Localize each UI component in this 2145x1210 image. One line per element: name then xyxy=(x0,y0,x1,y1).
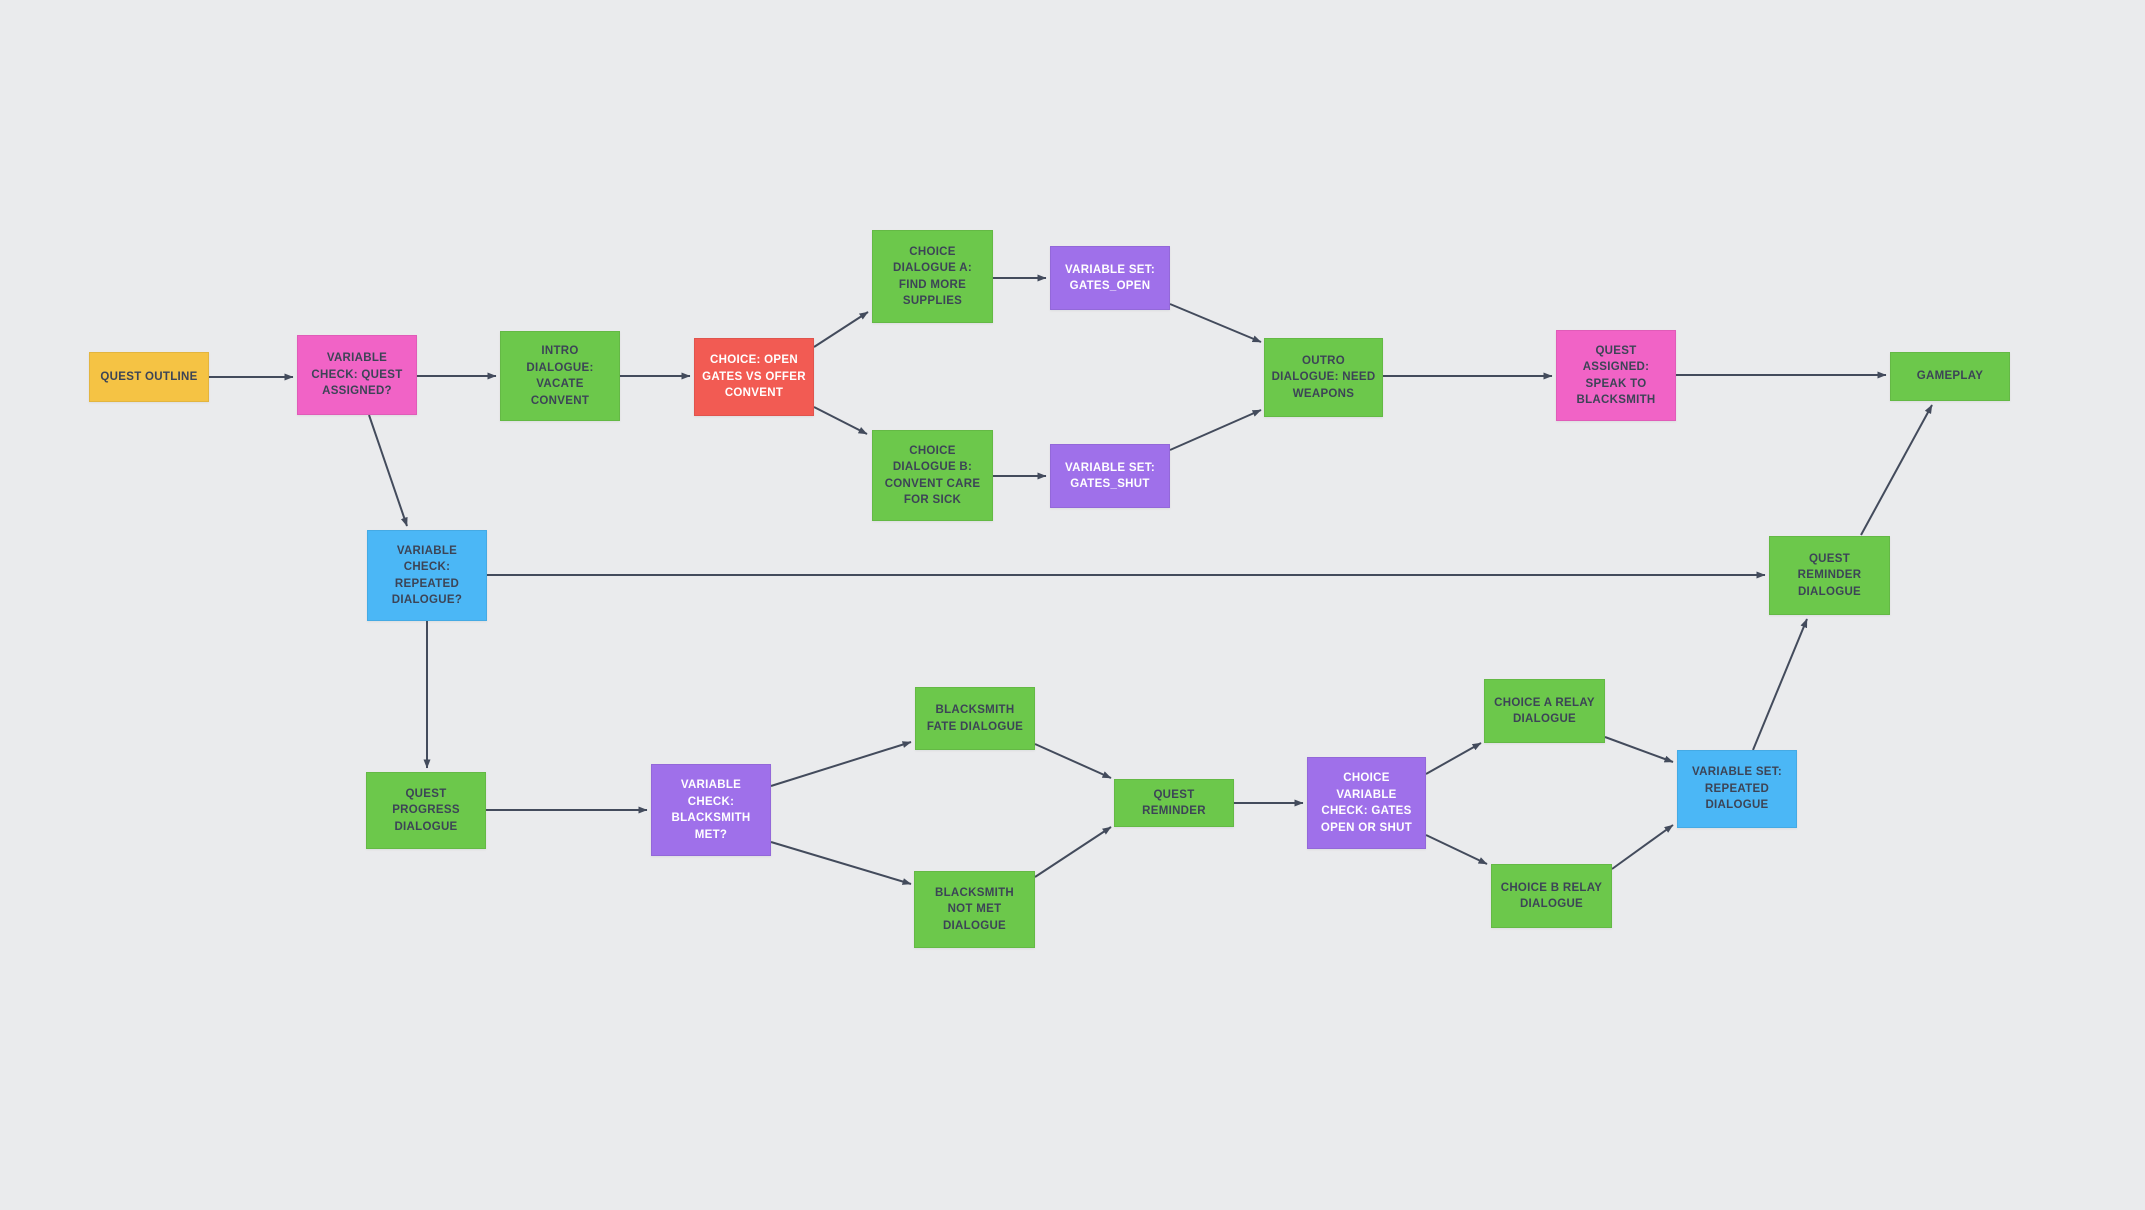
connector-choice-a-relay-to-var-set-repeated[interactable] xyxy=(1604,736,1674,763)
node-label: BLACKSMITH NOT MET DIALOGUE xyxy=(934,886,1015,932)
node-label: VARIABLE CHECK: QUEST ASSIGNED? xyxy=(311,352,403,398)
node-choice-dialogue-b[interactable]: CHOICE DIALOGUE B: CONVENT CARE FOR SICK xyxy=(872,430,993,521)
node-choice-open-gates[interactable]: CHOICE: OPEN GATES VS OFFER CONVENT xyxy=(694,338,814,416)
node-quest-outline[interactable]: QUEST OUTLINE xyxy=(89,352,209,402)
node-quest-reminder-dialogue[interactable]: QUEST REMINDER DIALOGUE xyxy=(1769,536,1890,615)
node-var-check-repeated[interactable]: VARIABLE CHECK: REPEATED DIALOGUE? xyxy=(367,530,487,621)
connector-choice-open-gates-to-choice-dialogue-a[interactable] xyxy=(813,311,869,348)
connector-choice-var-check-gates-to-choice-a-relay[interactable] xyxy=(1425,742,1482,775)
node-label: CHOICE DIALOGUE B: CONVENT CARE FOR SICK xyxy=(884,444,981,507)
node-label: QUEST PROGRESS DIALOGUE xyxy=(392,787,460,833)
node-label: CHOICE: OPEN GATES VS OFFER CONVENT xyxy=(702,354,806,400)
node-label: BLACKSMITH FATE DIALOGUE xyxy=(926,704,1024,733)
connector-var-check-blacksmith-to-blacksmith-not-met[interactable] xyxy=(770,841,912,885)
node-label: VARIABLE CHECK: BLACKSMITH MET? xyxy=(671,779,751,841)
node-var-set-gates-open[interactable]: VARIABLE SET: GATES_OPEN xyxy=(1050,246,1170,310)
node-label: QUEST OUTLINE xyxy=(100,370,198,383)
node-label: VARIABLE CHECK: REPEATED DIALOGUE? xyxy=(391,544,463,607)
node-quest-assigned[interactable]: QUEST ASSIGNED: SPEAK TO BLACKSMITH xyxy=(1556,330,1676,421)
node-label: CHOICE A RELAY DIALOGUE xyxy=(1494,696,1595,726)
node-label: CHOICE VARIABLE CHECK: GATES OPEN OR SHU… xyxy=(1320,772,1413,834)
node-var-check-blacksmith[interactable]: VARIABLE CHECK: BLACKSMITH MET? xyxy=(651,764,771,856)
node-var-set-gates-shut[interactable]: VARIABLE SET: GATES_SHUT xyxy=(1050,444,1170,508)
node-var-check-quest-assigned[interactable]: VARIABLE CHECK: QUEST ASSIGNED? xyxy=(297,335,417,415)
connector-var-check-blacksmith-to-blacksmith-fate[interactable] xyxy=(770,741,912,787)
node-quest-reminder[interactable]: QUEST REMINDER xyxy=(1114,779,1234,827)
connector-blacksmith-not-met-to-quest-reminder[interactable] xyxy=(1034,826,1112,878)
node-label: QUEST ASSIGNED: SPEAK TO BLACKSMITH xyxy=(1576,344,1656,407)
node-label: VARIABLE SET: GATES_OPEN xyxy=(1065,263,1155,293)
connector-blacksmith-fate-to-quest-reminder[interactable] xyxy=(1034,743,1112,779)
node-label: GAMEPLAY xyxy=(1916,370,1984,383)
node-choice-dialogue-a[interactable]: CHOICE DIALOGUE A: FIND MORE SUPPLIES xyxy=(872,230,993,323)
node-label: QUEST REMINDER DIALOGUE xyxy=(1797,552,1862,598)
connector-choice-open-gates-to-choice-dialogue-b[interactable] xyxy=(813,406,868,435)
connector-quest-reminder-dialogue-to-gameplay[interactable] xyxy=(1860,404,1933,536)
node-label: INTRO DIALOGUE: VACATE CONVENT xyxy=(526,345,594,407)
node-gameplay[interactable]: GAMEPLAY xyxy=(1890,352,2010,401)
connector-choice-var-check-gates-to-choice-b-relay[interactable] xyxy=(1425,834,1488,865)
connector-choice-b-relay-to-var-set-repeated[interactable] xyxy=(1611,824,1674,870)
node-choice-a-relay[interactable]: CHOICE A RELAY DIALOGUE xyxy=(1484,679,1605,743)
node-label: CHOICE B RELAY DIALOGUE xyxy=(1500,881,1603,911)
connector-var-set-repeated-to-quest-reminder-dialogue[interactable] xyxy=(1752,618,1808,751)
node-label: QUEST REMINDER xyxy=(1142,788,1206,818)
node-blacksmith-fate[interactable]: BLACKSMITH FATE DIALOGUE xyxy=(915,687,1035,750)
connector-var-set-gates-shut-to-outro-dialogue[interactable] xyxy=(1169,409,1262,451)
node-quest-progress-dialogue[interactable]: QUEST PROGRESS DIALOGUE xyxy=(366,772,486,849)
node-choice-var-check-gates[interactable]: CHOICE VARIABLE CHECK: GATES OPEN OR SHU… xyxy=(1307,757,1426,849)
node-label: OUTRO DIALOGUE: NEED WEAPONS xyxy=(1271,354,1376,400)
node-intro-dialogue[interactable]: INTRO DIALOGUE: VACATE CONVENT xyxy=(500,331,620,421)
node-label: CHOICE DIALOGUE A: FIND MORE SUPPLIES xyxy=(893,245,972,308)
node-var-set-repeated[interactable]: VARIABLE SET: REPEATED DIALOGUE xyxy=(1677,750,1797,828)
connector-var-set-gates-open-to-outro-dialogue[interactable] xyxy=(1169,303,1262,343)
node-choice-b-relay[interactable]: CHOICE B RELAY DIALOGUE xyxy=(1491,864,1612,928)
connector-var-check-quest-assigned-to-var-check-repeated[interactable] xyxy=(368,414,408,527)
node-label: VARIABLE SET: GATES_SHUT xyxy=(1065,461,1155,491)
node-label: VARIABLE SET: REPEATED DIALOGUE xyxy=(1692,766,1782,812)
node-outro-dialogue[interactable]: OUTRO DIALOGUE: NEED WEAPONS xyxy=(1264,338,1383,417)
node-blacksmith-not-met[interactable]: BLACKSMITH NOT MET DIALOGUE xyxy=(914,871,1035,948)
